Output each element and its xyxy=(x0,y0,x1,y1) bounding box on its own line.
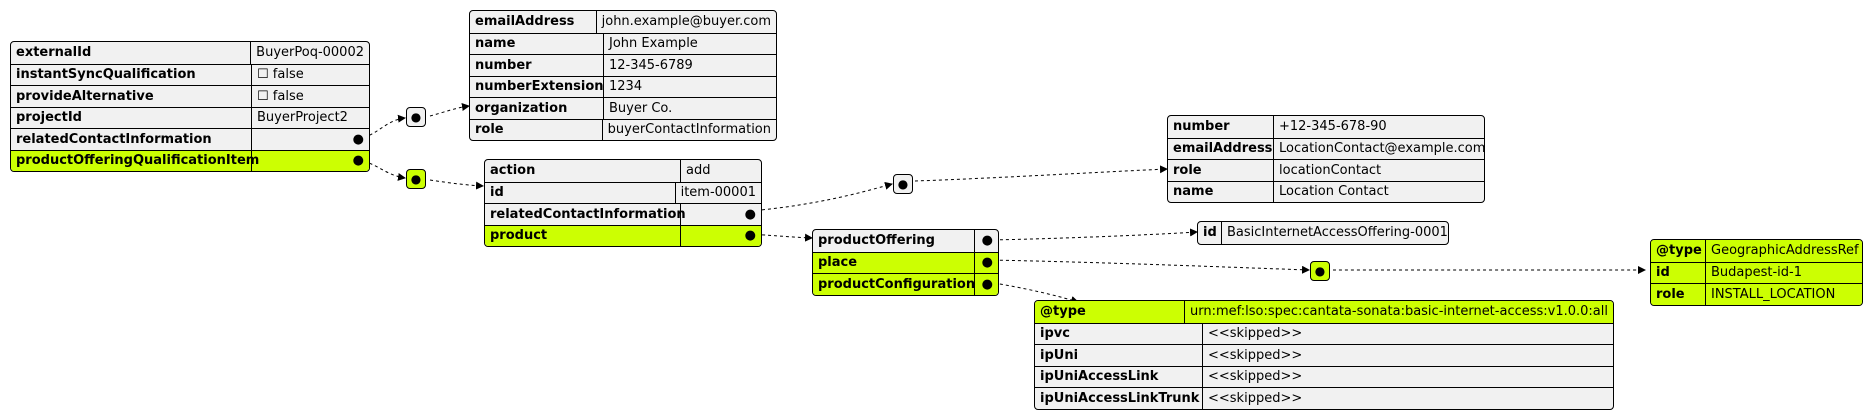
key-cell: number xyxy=(470,55,604,76)
key-cell: name xyxy=(1168,181,1274,202)
table-row-highlighted: productOfferingQualificationItem ● xyxy=(11,149,369,171)
key-cell: role xyxy=(470,119,603,140)
value-cell: item-00001 xyxy=(680,185,756,201)
product-configuration-table: @type urn:mef:lso:spec:cantata-sonata:bas… xyxy=(1034,300,1614,410)
table-row: provideAlternative ☐ false xyxy=(11,85,369,107)
root-object-table: externalId BuyerPoq-00002 instantSyncQua… xyxy=(10,41,370,172)
value-cell: +12-345-678-90 xyxy=(1279,119,1387,135)
value-cell: 12-345-6789 xyxy=(609,57,693,73)
value-cell: <<skipped>> xyxy=(1208,390,1303,406)
key-cell: place xyxy=(813,252,975,273)
key-cell: id xyxy=(1651,262,1706,283)
link-dot[interactable]: ● xyxy=(981,276,993,292)
key-cell: relatedContactInformation xyxy=(485,204,686,225)
link-dot[interactable]: ● xyxy=(981,255,993,271)
value-cell: LocationContact@example.com xyxy=(1279,141,1485,157)
key-cell: number xyxy=(1168,116,1274,138)
key-cell: role xyxy=(1651,284,1706,305)
key-cell: @type xyxy=(1035,301,1185,323)
key-cell: id xyxy=(485,182,676,203)
value-cell: John Example xyxy=(609,36,698,52)
key-cell: ipUniAccessLinkTrunk xyxy=(1035,388,1203,409)
key-cell: ipvc xyxy=(1035,323,1203,344)
link-location-node-location xyxy=(914,165,1168,182)
product-table: productOffering ● place ● productConfigura… xyxy=(812,229,999,296)
key-cell: ipUniAccessLink xyxy=(1035,366,1203,387)
key-cell: productConfiguration xyxy=(813,274,975,295)
value-cell: <<skipped>> xyxy=(1208,347,1303,363)
link-contact-node-contact xyxy=(429,103,470,117)
value-cell: BuyerProject2 xyxy=(257,110,348,126)
key-cell: instantSyncQualification xyxy=(11,64,252,85)
table-row: projectId BuyerProject2 xyxy=(11,106,369,128)
key-cell: product xyxy=(485,225,681,246)
key-cell: organization xyxy=(470,98,604,119)
key-cell: role xyxy=(1168,160,1274,181)
key-cell: emailAddress xyxy=(470,11,597,33)
link-dot[interactable]: ● xyxy=(981,233,993,249)
connector-node-item[interactable]: ● xyxy=(406,169,426,189)
key-cell: name xyxy=(470,33,604,54)
value-cell: BasicInternetAccessOffering-0001 xyxy=(1227,225,1448,241)
value-cell: ☐ false xyxy=(257,67,304,83)
value-cell: 1234 xyxy=(609,79,643,95)
place-address-table: @type GeographicAddressRef id Budapest-id-… xyxy=(1650,239,1863,306)
link-product-offering xyxy=(987,228,1198,241)
key-cell: provideAlternative xyxy=(11,86,252,107)
value-cell: BuyerPoq-00002 xyxy=(256,45,364,61)
key-cell: projectId xyxy=(11,107,252,128)
link-dot[interactable]: ● xyxy=(352,131,364,147)
value-cell: john.example@buyer.com xyxy=(601,14,771,30)
table-row: relatedContactInformation ● xyxy=(11,128,369,150)
key-cell: @type xyxy=(1651,240,1706,262)
key-cell: emailAddress xyxy=(1168,138,1274,159)
value-cell: <<skipped>> xyxy=(1208,369,1303,385)
value-cell: Buyer Co. xyxy=(609,100,673,116)
key-cell: productOffering xyxy=(813,230,975,252)
table-row: instantSyncQualification ☐ false xyxy=(11,63,369,85)
key-cell: action xyxy=(485,160,681,182)
value-cell: GeographicAddressRef xyxy=(1711,243,1859,259)
value-cell: urn:mef:lso:spec:cantata-sonata:basic-in… xyxy=(1190,304,1608,320)
key-cell: id xyxy=(1198,222,1222,244)
link-item-node-item xyxy=(429,179,484,190)
link-product-config xyxy=(987,281,1079,304)
value-cell: Budapest-id-1 xyxy=(1711,265,1803,281)
link-product-place-node xyxy=(987,259,1310,274)
value-cell: ☐ false xyxy=(257,88,304,104)
product-offering-table: id BasicInternetAccessOffering-0001 xyxy=(1197,221,1449,245)
value-cell: <<skipped>> xyxy=(1208,326,1303,342)
value-cell: add xyxy=(686,163,711,179)
table-row: externalId BuyerPoq-00002 xyxy=(11,42,369,64)
key-cell: ipUni xyxy=(1035,345,1203,366)
link-dot[interactable]: ● xyxy=(744,228,756,244)
link-dot[interactable]: ● xyxy=(352,153,364,169)
key-cell: productOfferingQualificationItem xyxy=(11,150,259,171)
value-cell: Location Contact xyxy=(1279,184,1389,200)
key-cell: relatedContactInformation xyxy=(11,129,252,150)
key-cell: externalId xyxy=(11,42,252,64)
connector-node-place[interactable]: ● xyxy=(1310,261,1330,281)
link-item-location-node xyxy=(749,181,893,212)
value-cell: buyerContactInformation xyxy=(607,122,771,138)
connector-node-contact[interactable]: ● xyxy=(406,107,426,127)
value-cell: INSTALL_LOCATION xyxy=(1711,286,1836,302)
connector-node-location-contact[interactable]: ● xyxy=(893,174,913,194)
key-cell: numberExtension xyxy=(470,76,604,97)
link-dot[interactable]: ● xyxy=(744,206,756,222)
value-cell: locationContact xyxy=(1279,162,1382,178)
